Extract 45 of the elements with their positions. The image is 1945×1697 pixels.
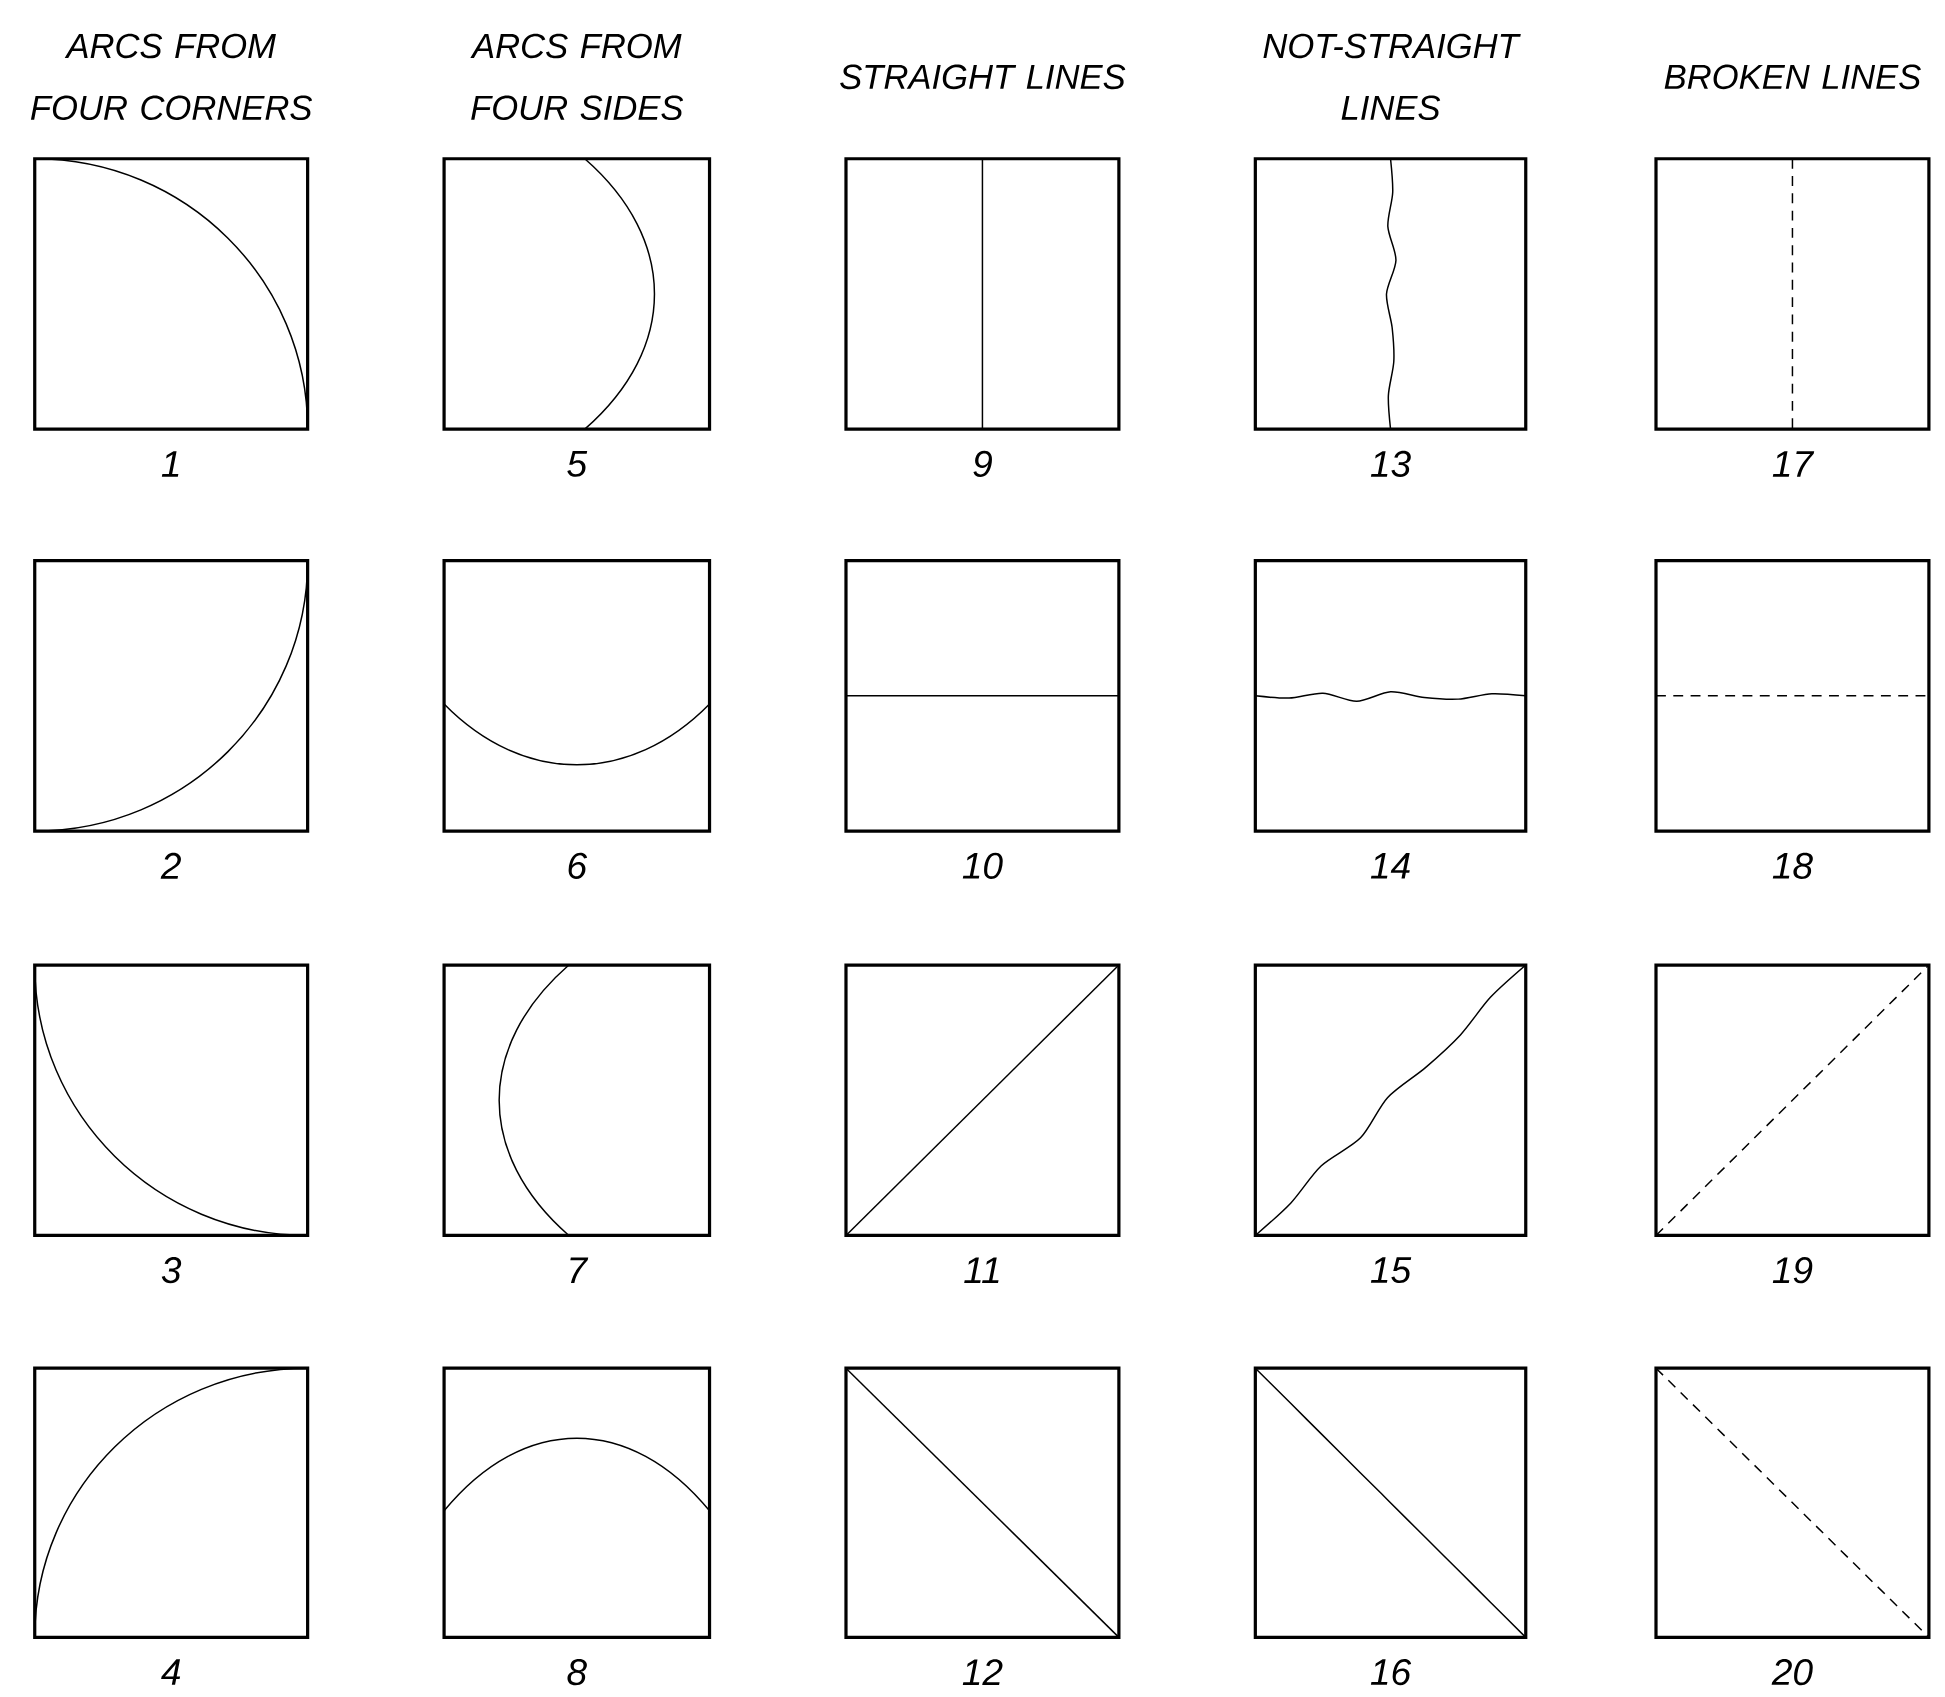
pattern-square — [1654, 963, 1931, 1238]
pattern-square — [1654, 1366, 1931, 1640]
column-heading: BROKEN LINES — [1664, 64, 1921, 90]
column-heading: ARCS FROM FOUR SIDES — [470, 33, 684, 121]
pattern-square — [442, 157, 712, 431]
column-heading: NOT-STRAIGHT LINES — [1263, 33, 1521, 121]
figure-number: 11 — [964, 1257, 999, 1283]
pattern-square — [33, 157, 310, 431]
figure-number: 9 — [973, 450, 992, 478]
figure-number: 18 — [1772, 852, 1813, 879]
pattern-square — [1253, 963, 1528, 1238]
figure-number: 19 — [1772, 1257, 1813, 1284]
pattern-square — [1654, 559, 1931, 833]
pattern-square — [442, 559, 712, 833]
figure-number: 20 — [1771, 1659, 1813, 1686]
figure-number: 1 — [161, 451, 179, 477]
figure-number: 14 — [1370, 853, 1410, 879]
pattern-square — [844, 157, 1121, 431]
pattern-square — [33, 963, 310, 1238]
figure-number: 10 — [962, 852, 1003, 879]
figure-number: 13 — [1370, 450, 1411, 478]
figure-number: 8 — [567, 1659, 587, 1686]
figure-number: 5 — [567, 451, 588, 477]
figure-number: 12 — [962, 1659, 1003, 1686]
figure-number: 16 — [1370, 1659, 1412, 1686]
figure-number: 7 — [570, 1257, 589, 1283]
pattern-square — [1253, 157, 1528, 431]
pattern-square — [442, 963, 712, 1238]
pattern-square — [844, 559, 1121, 833]
pattern-square — [33, 1366, 310, 1640]
pattern-square — [442, 1366, 712, 1640]
pattern-square — [844, 1366, 1121, 1640]
column-heading: ARCS FROM FOUR CORNERS — [30, 33, 313, 121]
figure-number: 3 — [161, 1257, 182, 1284]
pattern-square — [844, 963, 1121, 1238]
pattern-square — [1253, 1366, 1528, 1640]
figure-number: 17 — [1772, 451, 1815, 477]
pattern-square — [1654, 157, 1931, 431]
figure-number: 2 — [160, 852, 181, 879]
column-heading: STRAIGHT LINES — [840, 64, 1126, 90]
pattern-square — [1253, 559, 1528, 833]
figure-number: 6 — [568, 852, 588, 879]
pattern-square — [33, 559, 310, 833]
figure-number: 15 — [1370, 1257, 1412, 1284]
figure-number: 4 — [161, 1659, 181, 1685]
